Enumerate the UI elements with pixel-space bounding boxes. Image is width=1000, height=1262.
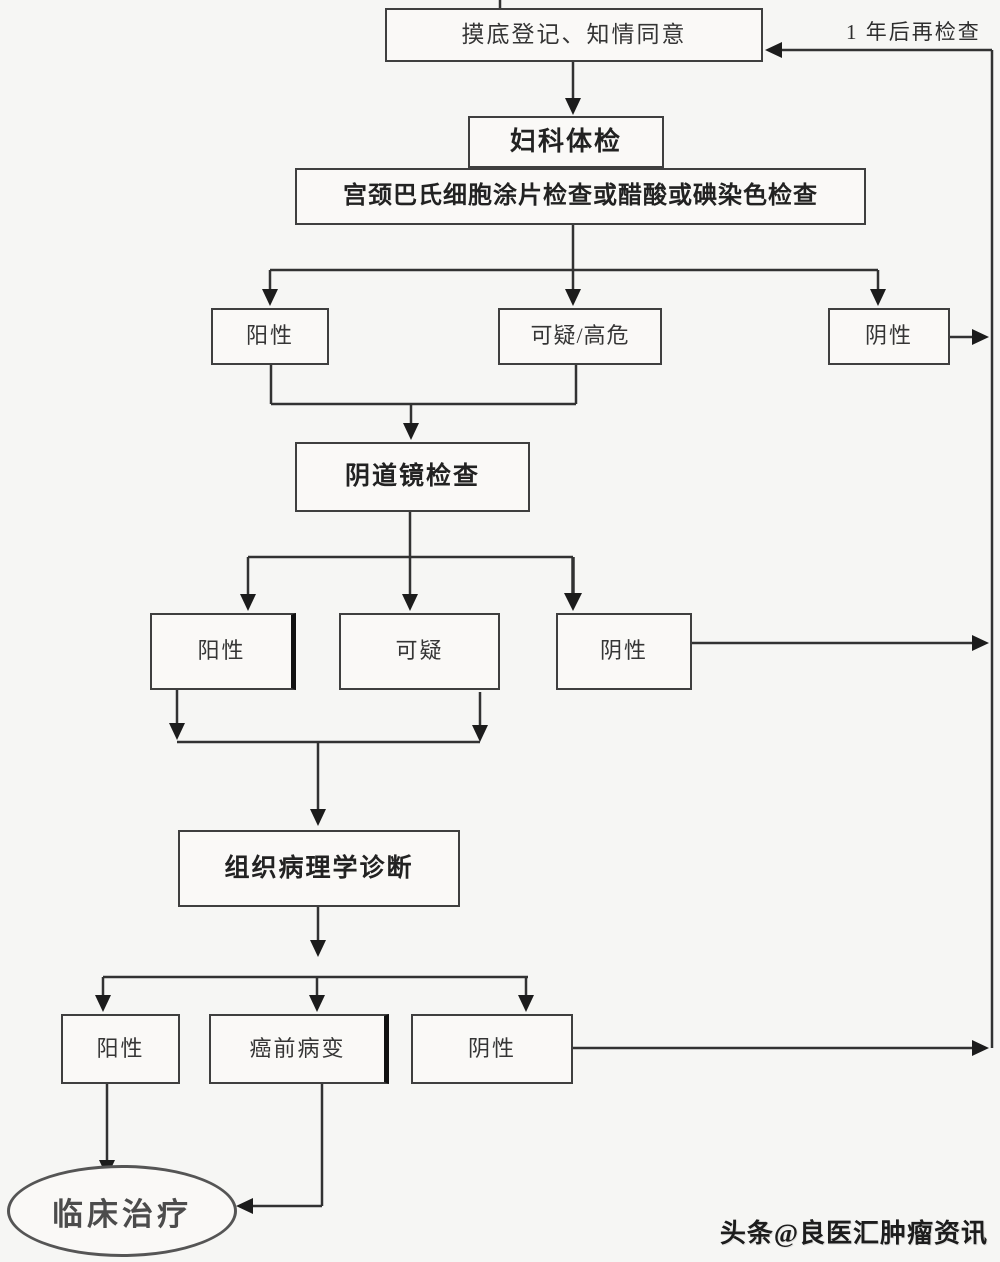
- node-row1-positive: 阳性: [211, 308, 329, 365]
- node-treatment-terminal: 临床治疗: [7, 1165, 237, 1257]
- node-row1-negative: 阴性: [828, 308, 950, 365]
- node-row1-suspicious-high-risk: 可疑/高危: [498, 308, 662, 365]
- recheck-note-label: 1 年后再检查: [846, 20, 981, 44]
- node-cytology: 宫颈巴氏细胞涂片检查或醋酸或碘染色检查: [295, 168, 866, 225]
- watermark-label: 头条@良医汇肿瘤资讯: [719, 1219, 988, 1248]
- node-registration: 摸底登记、知情同意: [385, 8, 763, 62]
- node-histopathology: 组织病理学诊断: [178, 830, 460, 907]
- node-row3-precancerous: 癌前病变: [209, 1014, 389, 1084]
- node-row2-suspicious: 可疑: [339, 613, 500, 690]
- node-colposcopy: 阴道镜检查: [295, 442, 530, 512]
- node-row3-positive: 阳性: [61, 1014, 180, 1084]
- node-row3-negative: 阴性: [411, 1014, 573, 1084]
- node-row2-negative: 阴性: [556, 613, 692, 690]
- node-row2-positive: 阳性: [150, 613, 296, 690]
- node-gyn-exam: 妇科体检: [468, 116, 664, 168]
